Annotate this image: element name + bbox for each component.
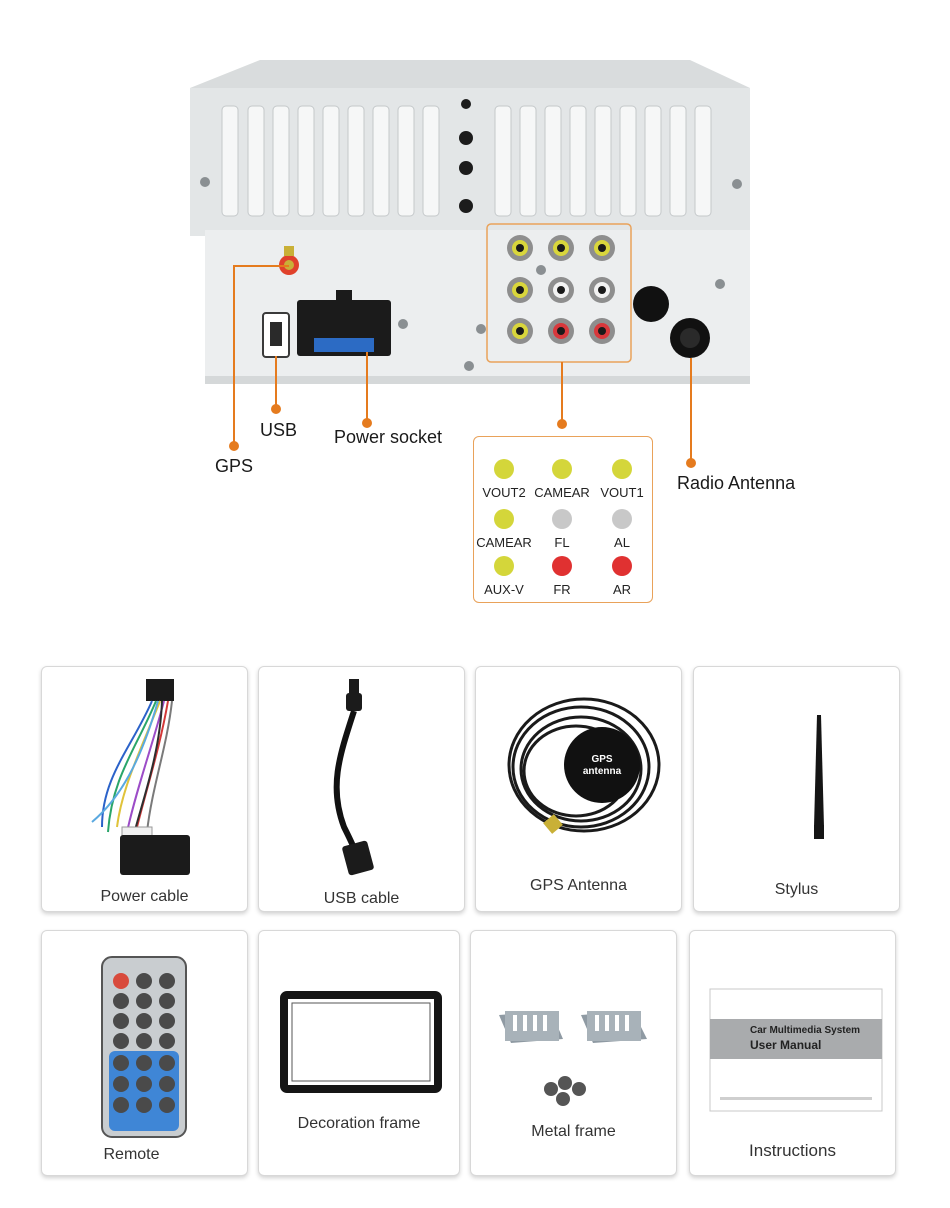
radio-leader-dot — [686, 458, 696, 468]
legend-swatch — [612, 556, 632, 576]
head-unit-illustration — [190, 60, 750, 384]
radio-leader — [690, 358, 692, 462]
remote-caption: Remote — [103, 1146, 160, 1163]
legend-label: VOUT2 — [482, 485, 526, 500]
gps-antenna-card: GPS antenna GPS Antenna — [475, 666, 682, 912]
power-leader — [366, 352, 368, 422]
gps-antenna-image — [507, 697, 661, 834]
gps-antenna-text-1: GPS — [591, 754, 613, 765]
legend-label: CAMEAR — [476, 535, 532, 550]
manual-image — [709, 988, 883, 1112]
radio-antenna-label: Radio Antenna — [677, 473, 796, 493]
stylus-image — [814, 715, 824, 839]
metal-frame-caption: Metal frame — [531, 1123, 616, 1140]
metal-frame-image — [499, 1011, 647, 1106]
manual-title-line-2: User Manual — [750, 1038, 822, 1052]
power-cable-card: Power cable — [41, 666, 248, 912]
legend-item: CAMEAR — [532, 459, 592, 500]
usb-cable-image — [333, 679, 374, 876]
legend-swatch — [612, 509, 632, 529]
remote-image — [101, 956, 187, 1138]
legend-item: CAMEAR — [474, 509, 534, 550]
gps-antenna-caption: GPS Antenna — [530, 877, 627, 894]
manual-title-line-1: Car Multimedia System — [750, 1025, 861, 1036]
rca-leader-dot — [557, 419, 567, 429]
rca-legend: VOUT2 CAMEAR VOUT1 CAMEAR FL AL AUX-V FR… — [473, 436, 653, 603]
instructions-card: Car Multimedia System User Manual Instru… — [689, 930, 896, 1176]
legend-item: AR — [592, 556, 652, 597]
power-leader-dot — [362, 418, 372, 428]
legend-item: VOUT2 — [474, 459, 534, 500]
legend-swatch — [552, 556, 572, 576]
legend-swatch — [552, 509, 572, 529]
legend-item: FR — [532, 556, 592, 597]
usb-leader-dot — [271, 404, 281, 414]
legend-item: AL — [592, 509, 652, 550]
legend-swatch — [612, 459, 632, 479]
usb-leader — [275, 356, 277, 408]
legend-item: FL — [532, 509, 592, 550]
power-socket-label: Power socket — [334, 427, 443, 447]
legend-swatch — [494, 459, 514, 479]
decoration-frame-caption: Decoration frame — [297, 1115, 421, 1132]
instructions-caption: Instructions — [749, 1141, 836, 1160]
legend-label: FR — [553, 582, 571, 597]
stylus-caption: Stylus — [774, 881, 819, 898]
decoration-frame-image — [280, 991, 442, 1093]
legend-item: VOUT1 — [592, 459, 652, 500]
legend-label: AL — [614, 535, 630, 550]
legend-swatch — [552, 459, 572, 479]
legend-label: AR — [612, 582, 632, 597]
gps-leader-h — [233, 265, 289, 267]
metal-frame-card: Metal frame — [470, 930, 677, 1176]
head-unit-rear-panel — [0, 0, 950, 400]
power-cable-caption: Power cable — [100, 888, 189, 905]
legend-label: CAMEAR — [534, 485, 590, 500]
rca-leader — [561, 362, 563, 424]
legend-label: AUX-V — [484, 582, 524, 597]
gps-label: GPS — [215, 456, 254, 476]
usb-cable-caption: USB cable — [323, 890, 400, 907]
remote-card: Remote — [41, 930, 248, 1176]
legend-label: FL — [554, 535, 570, 550]
decoration-frame-card: Decoration frame — [258, 930, 460, 1176]
usb-cable-card: USB cable — [258, 666, 465, 912]
legend-swatch — [494, 509, 514, 529]
legend-item: AUX-V — [474, 556, 534, 597]
legend-label: VOUT1 — [600, 485, 644, 500]
gps-antenna-text-2: antenna — [582, 766, 622, 777]
stylus-card: Stylus — [693, 666, 900, 912]
gps-leader-dot — [229, 441, 239, 451]
usb-label: USB — [260, 420, 298, 440]
legend-swatch — [494, 556, 514, 576]
power-cable-image — [91, 679, 190, 875]
gps-leader-v — [233, 265, 235, 445]
